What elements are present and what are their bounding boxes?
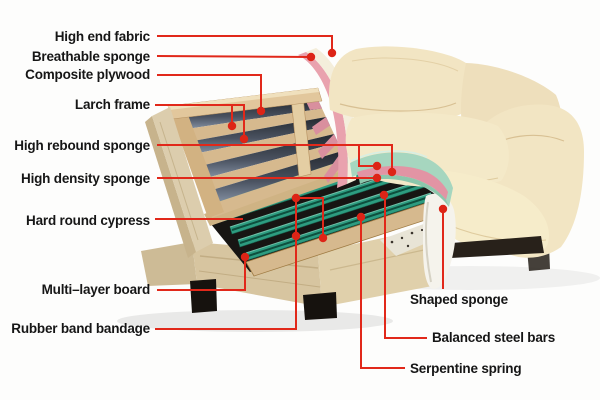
wood-grain-line [159, 121, 199, 241]
leader-dot-serpentine-spring [356, 212, 366, 222]
frame-gap [172, 100, 322, 131]
pink-sponge-layer [298, 52, 348, 188]
leader-line-high-rebound-sponge [157, 144, 393, 172]
leader-dot-composite-plywood [256, 106, 266, 116]
leader-dot-breathable-sponge [306, 52, 316, 62]
frame-slat [207, 159, 350, 218]
leader-dot-rubber-band-bandage [291, 193, 301, 203]
shaped-sponge-white [423, 193, 456, 289]
frame-slat [177, 108, 326, 143]
label-shaped-sponge: Shaped sponge [410, 291, 508, 307]
label-high-rebound-sponge: High rebound sponge [14, 137, 150, 153]
seat-cushion [434, 170, 549, 256]
sponge-shading [425, 201, 432, 283]
label-breathable-sponge: Breathable sponge [31, 48, 150, 64]
leader-line-high-end-fabric [157, 35, 333, 53]
frame-left-beam [168, 104, 224, 218]
leader-line-balanced-steel-bars [384, 195, 427, 339]
leader-dot-high-density-sponge [372, 173, 382, 183]
leader-line-composite-plywood [157, 74, 262, 111]
leather-sofa [329, 46, 584, 259]
label-serpentine-spring: Serpentine spring [410, 360, 522, 376]
leader-line-high-rebound-sponge [358, 145, 377, 167]
leather-seam [339, 102, 457, 112]
leather-seam [351, 57, 459, 72]
leader-line-serpentine-spring [360, 217, 405, 369]
wedge-pink-stripe [357, 166, 448, 200]
wood-grain-line [198, 270, 321, 288]
leader-line-rubber-band-bandage [296, 197, 324, 238]
leader-dot-larch-frame [239, 134, 249, 144]
label-high-density-sponge: High density sponge [21, 170, 150, 186]
side-panel-left-face [145, 116, 196, 258]
label-larch-frame: Larch frame [74, 96, 150, 112]
leather-plinth [426, 236, 544, 259]
leader-dot-larch-frame [227, 121, 237, 131]
leader-dot-multi-layer-board [240, 252, 250, 262]
leader-dot-rubber-band-bandage [318, 233, 328, 243]
label-high-end-fabric: High end fabric [54, 28, 150, 44]
leader-dot-balanced-steel-bars [379, 190, 389, 200]
leader-line-larch-frame [155, 104, 245, 139]
leader-line-multi-layer-board [157, 257, 246, 291]
leader-dot-high-rebound-sponge [387, 167, 397, 177]
leader-line-breathable-sponge [156, 55, 312, 58]
leader-dot-rubber-band-bandage [291, 231, 301, 241]
foot-middle [303, 292, 337, 320]
headrest-cushion [329, 46, 471, 123]
leader-line-rubber-band-bandage [155, 198, 297, 330]
label-balanced-steel-bars: Balanced steel bars [432, 329, 556, 345]
base-left-face [141, 242, 197, 286]
leader-dot-high-end-fabric [327, 48, 337, 58]
label-hard-round-cypress: Hard round cypress [26, 212, 150, 228]
label-composite-plywood: Composite plywood [25, 66, 150, 82]
label-multi-layer-board: Multi–layer board [41, 281, 151, 297]
foot-left [190, 279, 217, 313]
leader-dot-shaped-sponge [438, 204, 448, 214]
leader-dot-high-rebound-sponge [372, 161, 382, 171]
back-frame [145, 87, 350, 258]
label-rubber-band-bandage: Rubber band bandage [11, 320, 150, 336]
